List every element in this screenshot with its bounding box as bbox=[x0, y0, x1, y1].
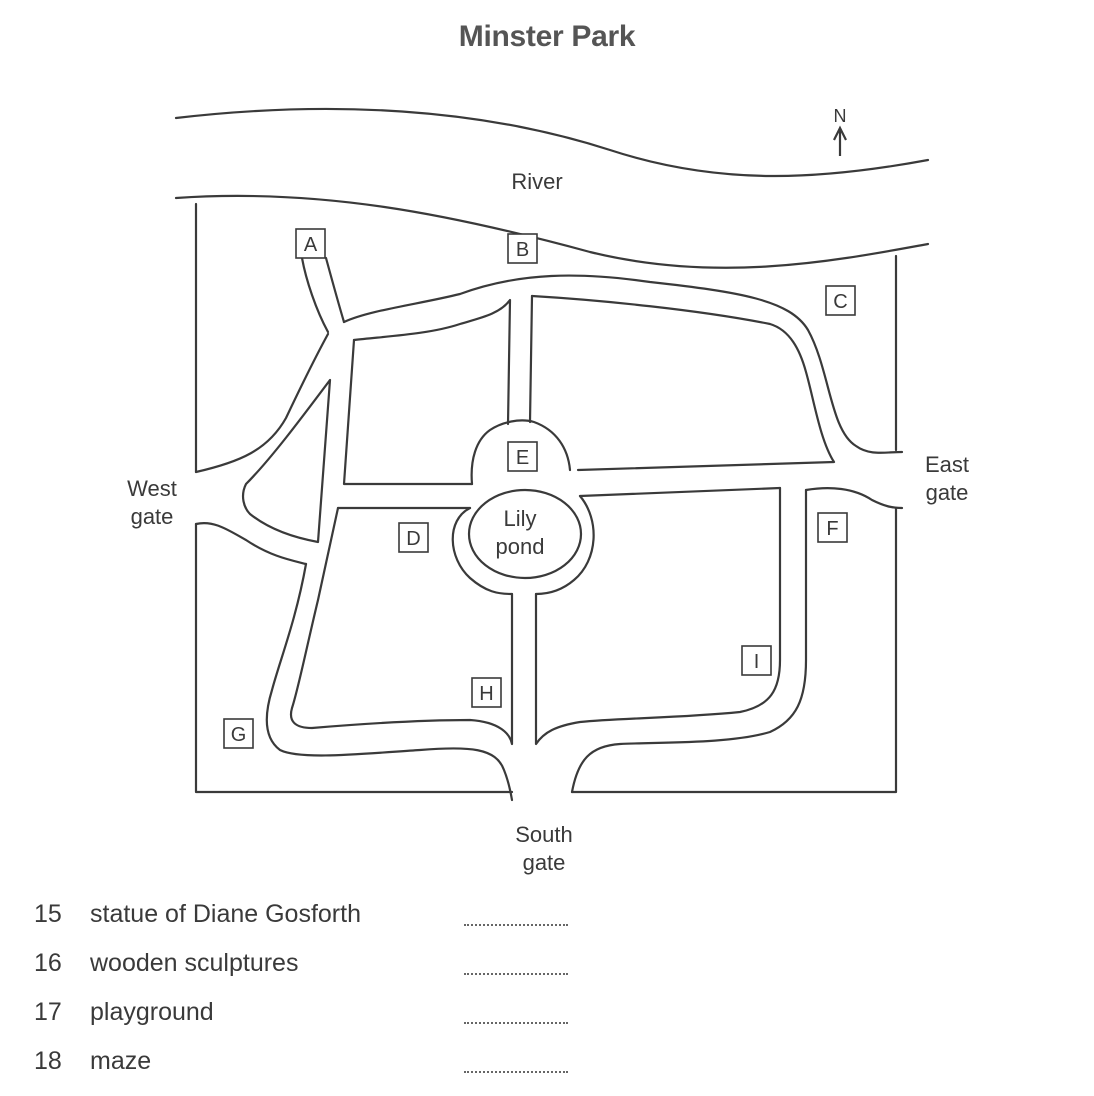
south-east-block bbox=[534, 486, 782, 746]
west-gate-label-line1: West bbox=[127, 476, 177, 501]
east-road-bottom bbox=[804, 487, 904, 510]
pond-ring-top bbox=[470, 419, 572, 486]
question-number: 15 bbox=[34, 900, 62, 928]
path-a-left bbox=[300, 256, 330, 334]
pond-ring-bottom bbox=[451, 506, 514, 596]
pond-ring-bottom-right bbox=[534, 494, 595, 596]
question-number: 16 bbox=[34, 949, 62, 977]
svg-text:E: E bbox=[516, 447, 529, 469]
question-list: 15 statue of Diane Gosforth 16 wooden sc… bbox=[34, 900, 634, 1096]
location-h: H bbox=[471, 677, 502, 708]
answer-blank[interactable] bbox=[464, 922, 568, 926]
location-a: A bbox=[295, 228, 326, 259]
location-g: G bbox=[223, 718, 254, 749]
south-east-outer bbox=[570, 488, 808, 794]
river-bank-south bbox=[174, 194, 930, 269]
question-row: 18 maze bbox=[34, 1047, 634, 1096]
lily-pond bbox=[467, 488, 583, 580]
location-c: C bbox=[825, 285, 856, 316]
svg-text:D: D bbox=[406, 528, 420, 550]
central-road-south-east bbox=[578, 486, 782, 498]
river-bank-north bbox=[174, 107, 930, 178]
answer-blank[interactable] bbox=[464, 971, 568, 975]
park-boundary-east-lower bbox=[570, 506, 898, 794]
river-label: River bbox=[511, 169, 562, 194]
west-path-upper bbox=[194, 332, 330, 474]
location-d: D bbox=[398, 522, 429, 553]
south-gate-label-line2: gate bbox=[523, 850, 566, 875]
question-text: maze bbox=[90, 1047, 152, 1075]
south-west-block bbox=[289, 506, 514, 746]
path-a-right bbox=[324, 256, 346, 324]
north-path-outer bbox=[342, 274, 904, 454]
location-b: B bbox=[507, 233, 538, 264]
east-gate-label-line1: East bbox=[925, 452, 969, 477]
compass-label: N bbox=[834, 106, 847, 126]
west-path-lower bbox=[194, 522, 308, 566]
svg-text:G: G bbox=[231, 724, 247, 746]
north-east-block-edge bbox=[530, 294, 836, 472]
question-text: statue of Diane Gosforth bbox=[90, 900, 361, 928]
lily-pond-label-line1: Lily bbox=[503, 506, 536, 531]
north-west-block-left bbox=[342, 338, 474, 486]
east-gate-label-line2: gate bbox=[926, 480, 969, 505]
south-west-outer bbox=[265, 562, 514, 802]
north-west-block-top bbox=[352, 298, 512, 426]
question-row: 17 playground bbox=[34, 998, 634, 1047]
park-boundary-west-lower bbox=[194, 522, 514, 794]
svg-text:I: I bbox=[754, 651, 760, 673]
svg-text:F: F bbox=[826, 518, 838, 540]
question-text: playground bbox=[90, 998, 214, 1026]
answer-blank[interactable] bbox=[464, 1020, 568, 1024]
svg-text:B: B bbox=[516, 239, 529, 261]
svg-text:H: H bbox=[479, 683, 493, 705]
question-text: wooden sculptures bbox=[90, 949, 299, 977]
svg-text:C: C bbox=[833, 291, 847, 313]
page-title: Minster Park bbox=[458, 20, 636, 53]
answer-blank[interactable] bbox=[464, 1069, 568, 1073]
question-number: 17 bbox=[34, 998, 62, 1026]
north-east-block-left bbox=[528, 294, 534, 424]
location-e: E bbox=[507, 441, 538, 472]
question-number: 18 bbox=[34, 1047, 62, 1075]
south-gate-label-line1: South bbox=[515, 822, 573, 847]
question-row: 16 wooden sculptures bbox=[34, 949, 634, 998]
west-gate-label-line2: gate bbox=[131, 504, 174, 529]
location-i: I bbox=[741, 645, 772, 676]
west-triangle bbox=[241, 378, 332, 544]
north-arrow-icon bbox=[833, 125, 847, 156]
location-f: F bbox=[817, 512, 848, 543]
lily-pond-label-line2: pond bbox=[496, 534, 545, 559]
svg-text:A: A bbox=[304, 234, 318, 256]
question-row: 15 statue of Diane Gosforth bbox=[34, 900, 634, 949]
